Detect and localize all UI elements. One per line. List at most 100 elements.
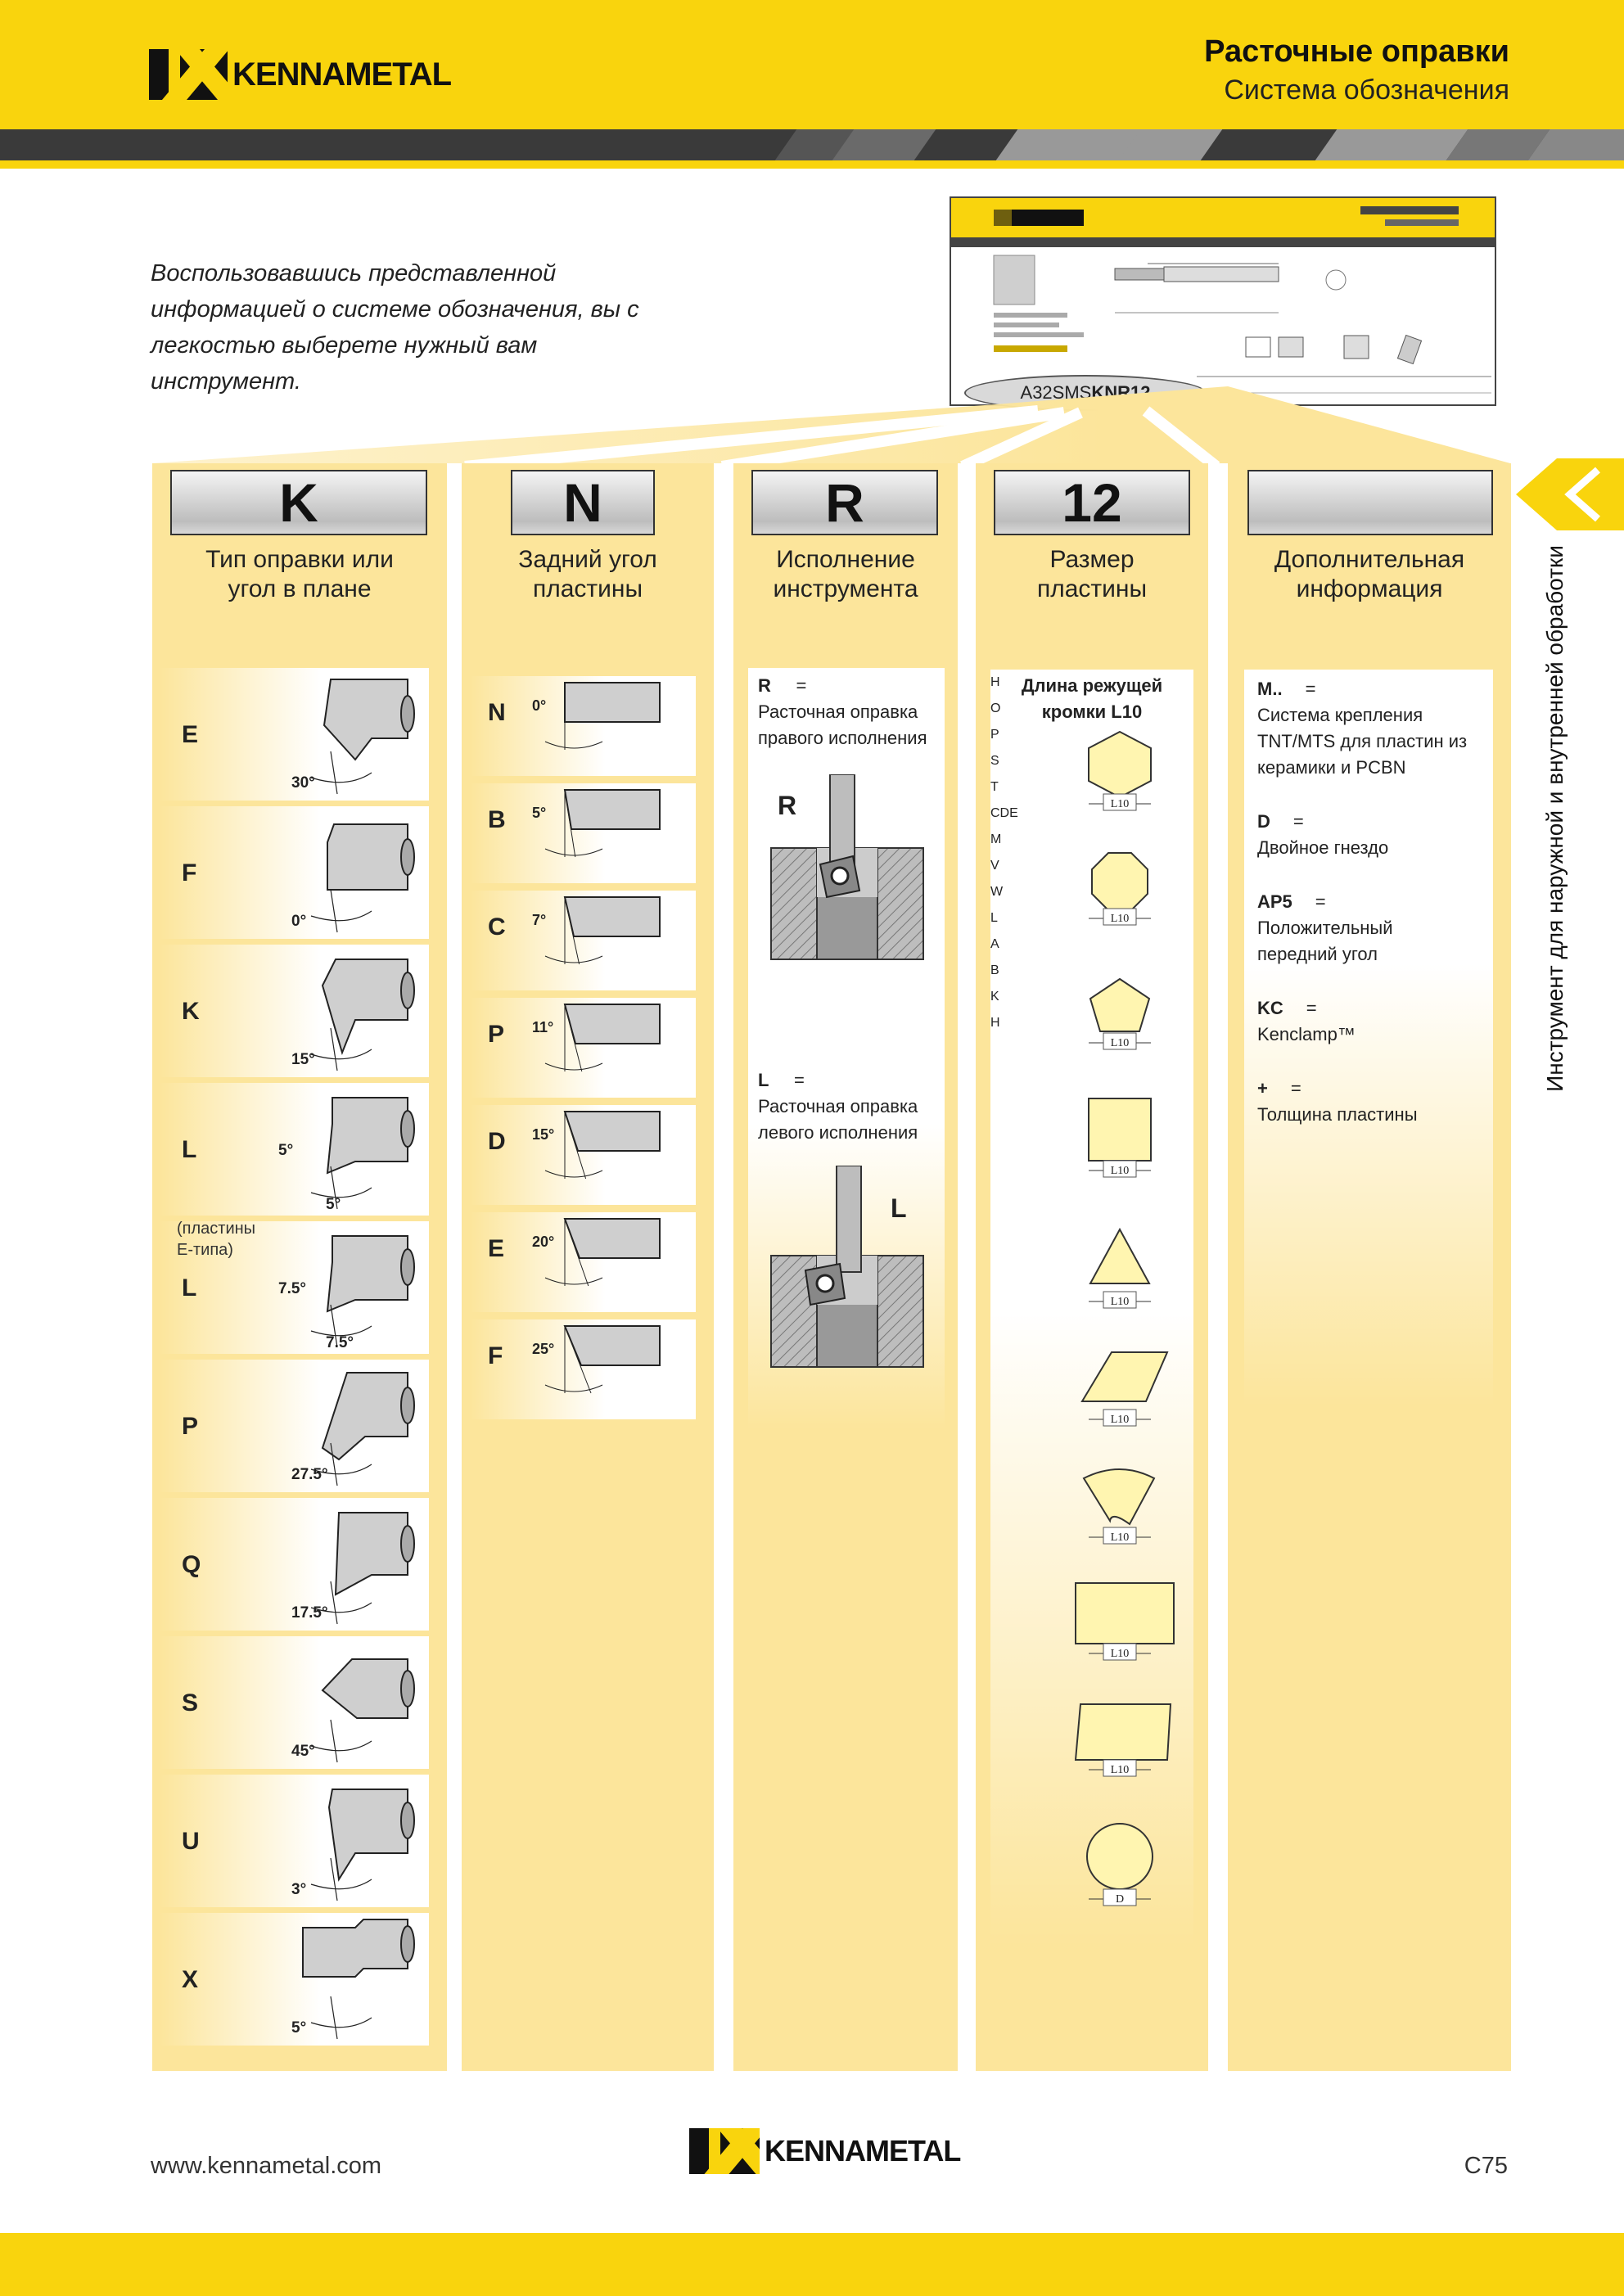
angle-line [330, 889, 338, 933]
dimension-label: L10 [1111, 913, 1130, 925]
k-logo-icon [149, 49, 228, 100]
page-title: Расточные оправки [1204, 34, 1509, 69]
bar-type-row: L 5°5° [159, 1083, 429, 1216]
bar-type-letter: Q [182, 1551, 201, 1578]
dimension-box [1103, 1527, 1137, 1545]
angle-line [330, 1027, 338, 1071]
insert-shape [1082, 1468, 1156, 1526]
bar-end [400, 1525, 415, 1563]
bar-end [400, 1248, 415, 1286]
caption-line: Задний угол [518, 546, 657, 573]
left-hand-eq: = [794, 1070, 805, 1090]
bar-shape [326, 1097, 408, 1175]
section-tab-icon[interactable] [1516, 458, 1624, 530]
shape-letter: P [990, 728, 999, 742]
caption-line: Тип оправки или [205, 546, 394, 573]
bar-shape [321, 1658, 408, 1719]
side-label: Инструмент для наружной и внутренней обр… [1539, 545, 1572, 1092]
additional-item: KC=Kenclamp™ [1257, 995, 1486, 1048]
insert-profile [563, 1218, 661, 1259]
page-number: C75 [1464, 2153, 1508, 2179]
right-hand-label: R [778, 791, 797, 820]
insert-shape [1089, 1227, 1151, 1284]
bar-type-diagram: 5°5° [278, 1097, 415, 1213]
dimension-label: L10 [1111, 1037, 1130, 1049]
left-hand-code: L [758, 1070, 769, 1090]
additional-eq: = [1315, 891, 1326, 912]
bar-type-letter: L [182, 1136, 197, 1163]
insert-shape [1089, 977, 1151, 1032]
note-line: (пластины [177, 1220, 256, 1238]
angle-arc [310, 2017, 372, 2028]
bar-end [400, 972, 415, 1009]
additional-code: M.. [1257, 679, 1283, 699]
right-hand-line: правого исполнения [758, 728, 927, 748]
clearance-letter: P [488, 1021, 505, 1048]
column-code-n: N [511, 470, 655, 535]
column-code-r: R [751, 470, 938, 535]
k-logo-icon [689, 2128, 760, 2174]
additional-code-line: KC= [1257, 995, 1486, 1022]
bar-shape [327, 1789, 408, 1882]
additional-code-line: M..= [1257, 676, 1486, 702]
dimension-box [1103, 1643, 1137, 1661]
angle-line [330, 1442, 338, 1486]
footer-logo[interactable]: KENNAMETAL [689, 2128, 961, 2174]
additional-text-line: TNT/MTS для пластин из [1257, 731, 1468, 751]
angle-line [330, 1719, 338, 1763]
designation-fan [152, 386, 1510, 467]
clearance-letter: B [488, 806, 506, 833]
bar-type-diagram: 3° [291, 1789, 415, 1901]
angle-arc [310, 1325, 372, 1337]
angle-line [330, 1166, 338, 1210]
clearance-diagram: 15° [532, 1111, 661, 1180]
insert-shape-diagram: L10 [1088, 1098, 1152, 1178]
shape-letter: H [990, 1016, 1000, 1030]
angle-label: 15° [291, 1051, 315, 1068]
angle-arc [544, 955, 603, 963]
angle-line [564, 1004, 583, 1072]
clearance-angle-label: 5° [532, 805, 546, 821]
angle-arc [310, 910, 372, 922]
footer-bar [0, 2233, 1624, 2296]
clearance-angle-label: 20° [532, 1234, 554, 1250]
angle-line [564, 896, 580, 965]
angle-line [330, 1581, 338, 1625]
insert-shape [1088, 730, 1152, 799]
clearance-diagram: 5° [532, 789, 661, 858]
shape-letter: W [990, 885, 1004, 899]
dimension-box [1103, 1888, 1137, 1906]
header-stripe [0, 129, 1624, 160]
bar-end [400, 1110, 415, 1148]
additional-code: + [1257, 1078, 1268, 1098]
angle-arc [544, 1277, 603, 1285]
bar-shape [327, 823, 408, 891]
angle-label: 7.5° [278, 1280, 306, 1297]
clearance-angle-label: 11° [532, 1019, 553, 1035]
kennametal-logo[interactable]: KENNAMETAL [149, 49, 452, 100]
stripe-segment [1315, 129, 1468, 160]
footer-url[interactable]: www.kennametal.com [151, 2153, 382, 2179]
caption-line: Исполнение [776, 546, 915, 573]
shape-letter: S [990, 754, 999, 768]
additional-code-line: += [1257, 1076, 1486, 1102]
left-hand-line: Расточная оправка [758, 1096, 918, 1116]
angle-line [564, 1111, 587, 1180]
bar-type-diagram: 30° [291, 679, 415, 795]
size-title: Длина режущей кромки L10 [990, 673, 1193, 725]
clearance-letter: N [488, 699, 506, 726]
bar-type-letter: E [182, 721, 199, 748]
intro-text: Воспользовавшись представленной информац… [151, 260, 639, 395]
additional-eq: = [1292, 811, 1304, 832]
bar-end [400, 838, 415, 876]
